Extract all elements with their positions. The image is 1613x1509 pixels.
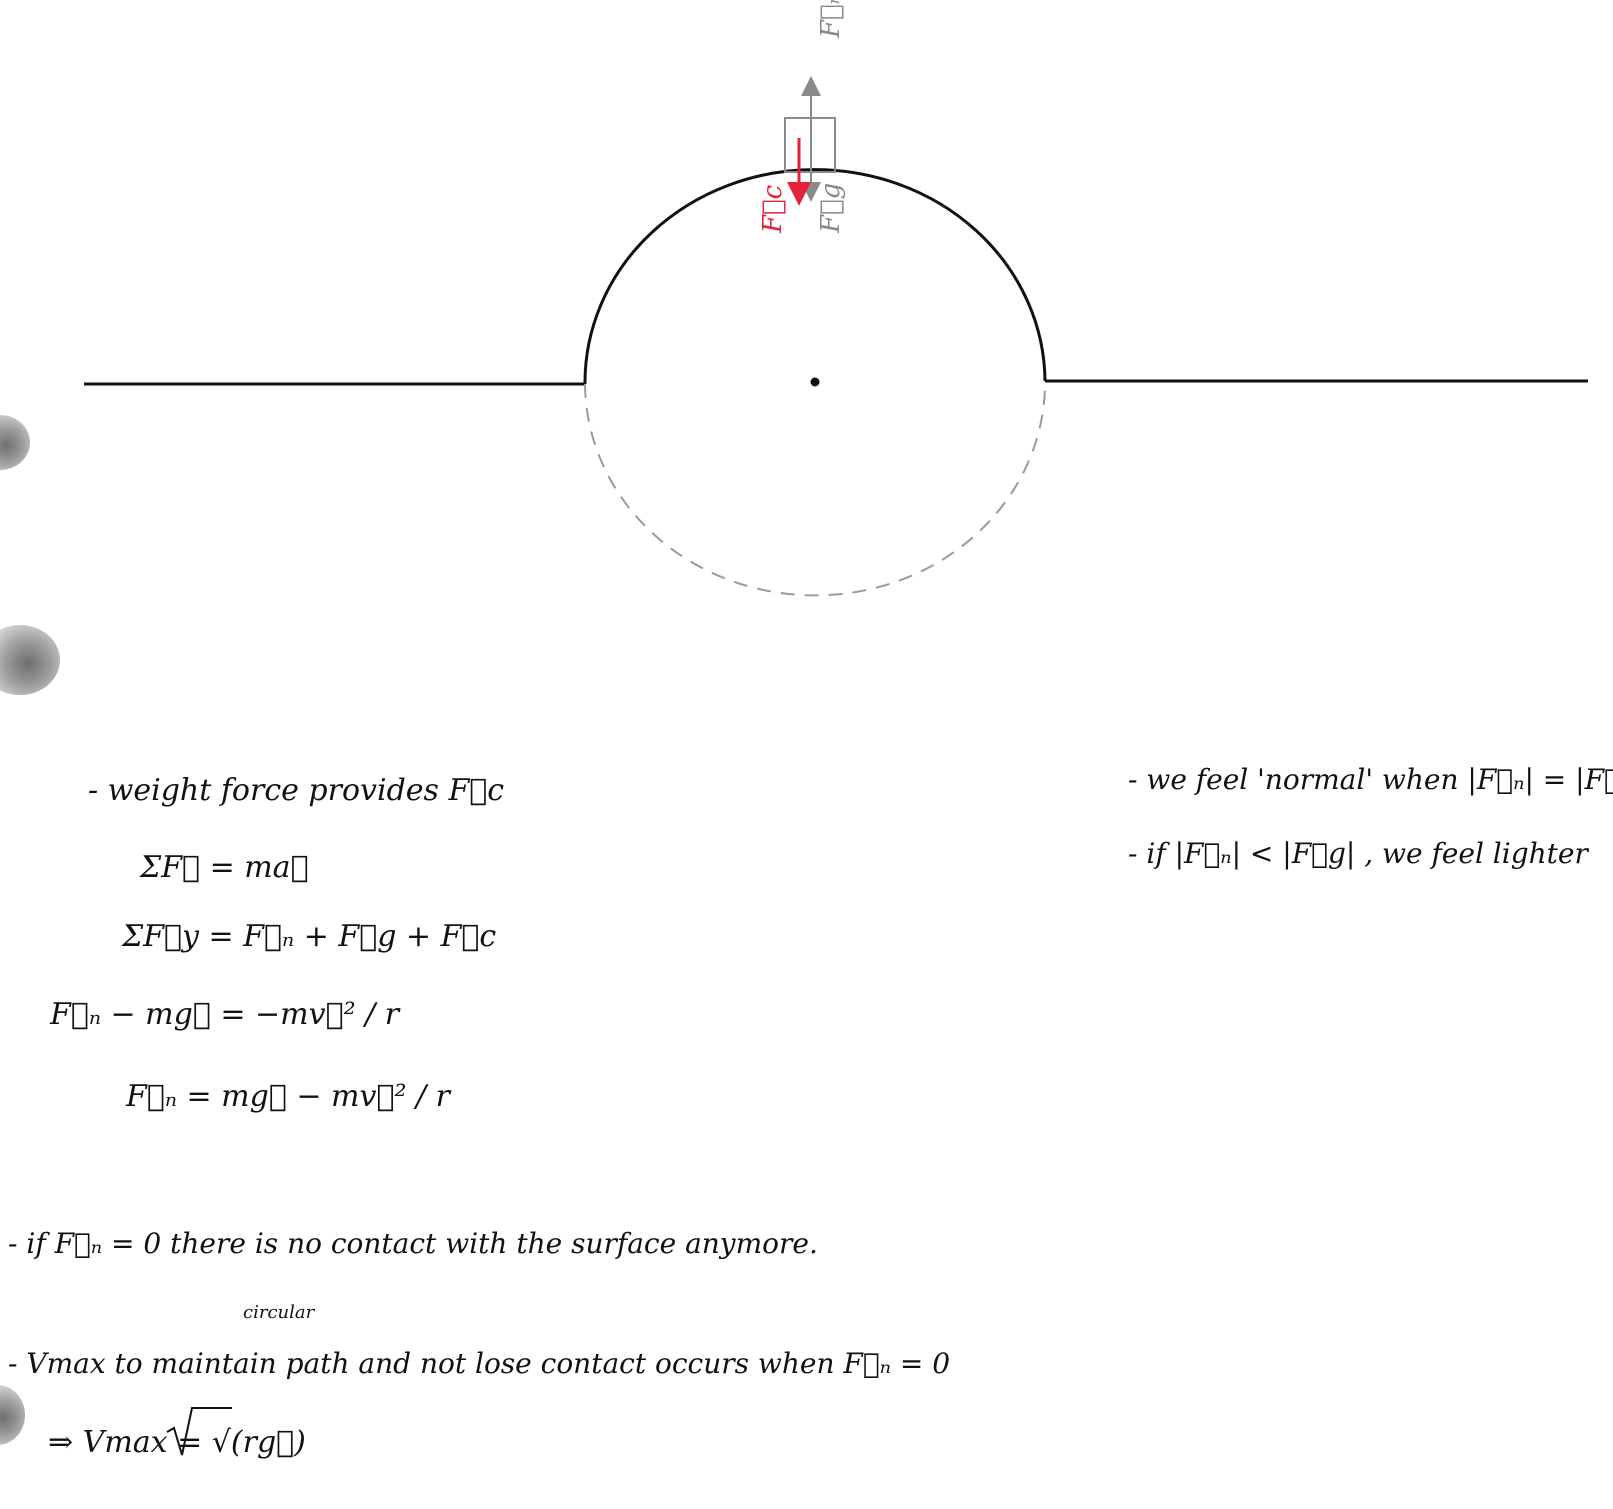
sqrt-symbol — [166, 1407, 232, 1456]
note-fn-zero: - if F⃗ₙ = 0 there is no contact with th… — [8, 1227, 818, 1260]
equation-sum-fy: ΣF⃗y = F⃗ₙ + F⃗g + F⃗c — [122, 919, 497, 954]
label-fg: F⃗g — [816, 182, 846, 233]
note-vmax-condition: - Vmax to maintain path and not lose con… — [8, 1347, 951, 1380]
circle-center-dot — [810, 377, 820, 387]
note-weight-provides-fc: - weight force provides F⃗c — [88, 773, 505, 808]
hill-dashed-arc — [584, 380, 1047, 597]
equation-fn-minus-mg: F⃗ₙ − mg⃗ = −mv⃗² / r — [50, 997, 400, 1032]
equation-fn-result: F⃗ₙ = mg⃗ − mv⃗² / r — [126, 1079, 450, 1114]
note-insert-circular: circular — [243, 1302, 315, 1323]
label-fc: F⃗c — [758, 184, 788, 233]
note-feel-lighter: - if |F⃗ₙ| < |F⃗g| , we feel lighter — [1128, 837, 1588, 870]
label-fn-top: F⃗ₙ — [816, 0, 846, 38]
hill-arc — [583, 168, 1047, 385]
note-vmax-result: ⇒ Vmax = √(rg⃗) — [48, 1425, 306, 1460]
equation-newton: ΣF⃗ = ma⃗ — [140, 850, 309, 885]
note-feel-normal: - we feel 'normal' when |F⃗ₙ| = |F⃗g| — [1128, 763, 1613, 796]
